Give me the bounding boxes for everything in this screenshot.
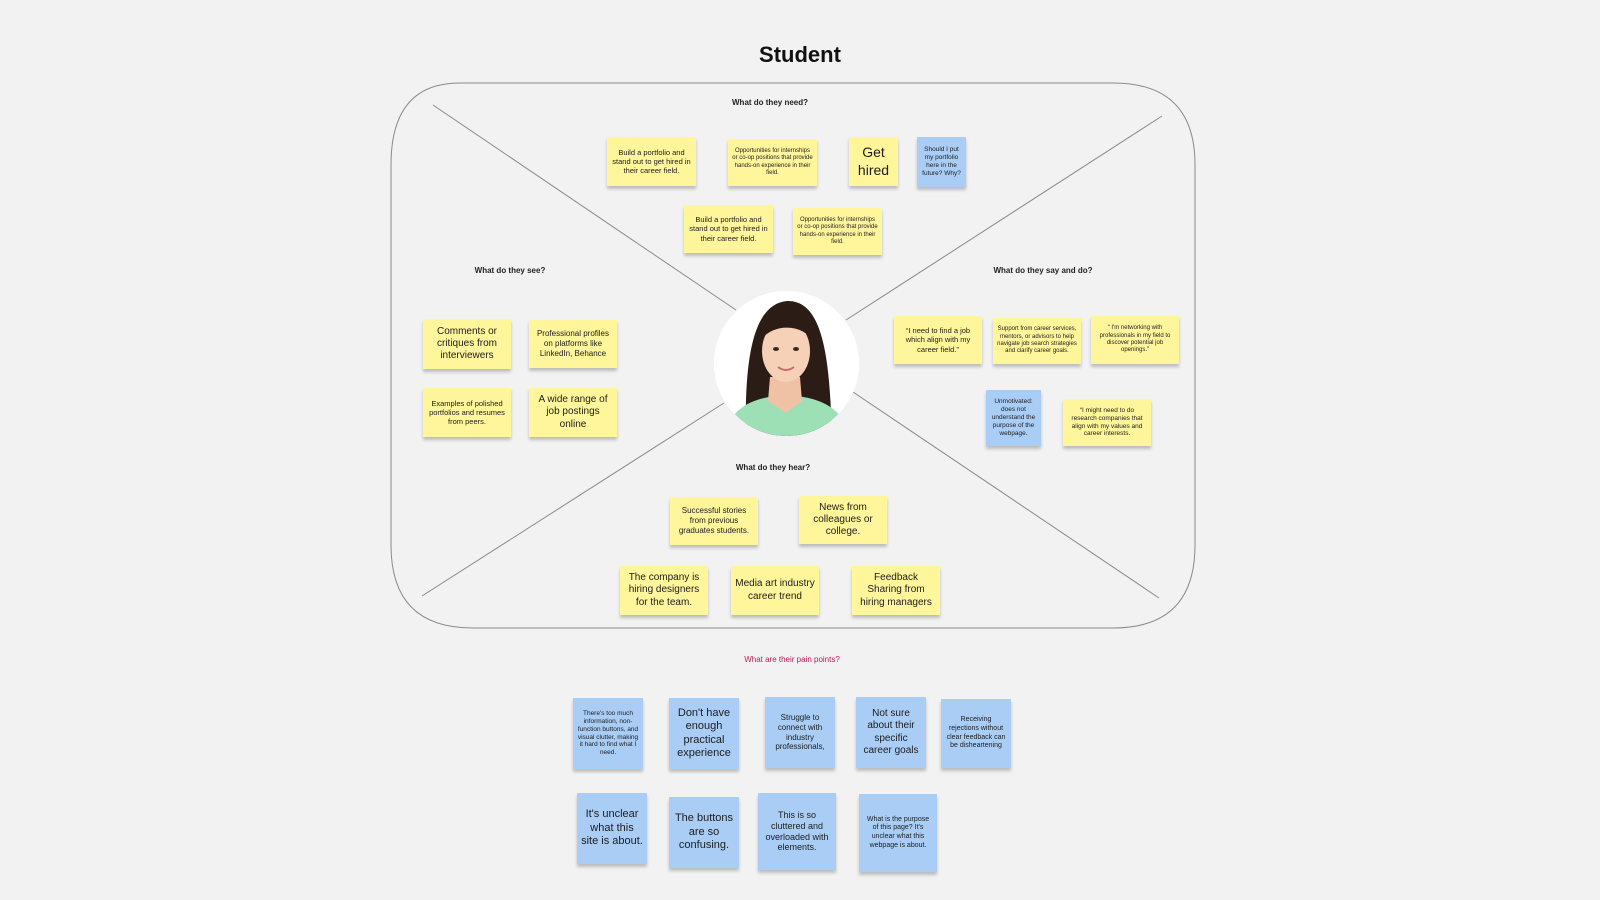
sticky-note-pain-8: This is so cluttered and overloaded with… <box>758 793 836 870</box>
section-label-need: What do they need? <box>732 98 808 107</box>
sticky-note-pain-4: Not sure about their specific career goa… <box>856 697 926 768</box>
section-label-pain: What are their pain points? <box>744 655 840 664</box>
divider-top-left <box>432 104 737 311</box>
sticky-note-see-3: Examples of polished portfolios and resu… <box>423 388 511 437</box>
sticky-note-say-2: Support from career services, mentors, o… <box>993 318 1081 364</box>
sticky-note-need-3: Get hired <box>849 137 898 186</box>
sticky-note-see-2: Professional profiles on platforms like … <box>529 320 617 368</box>
sticky-note-pain-2: Don't have enough practical experience <box>669 698 739 769</box>
sticky-note-need-2: Opportunities for internships or co-op p… <box>728 139 817 186</box>
sticky-note-need-4: Should I put my portfolio here in the fu… <box>917 137 966 187</box>
sticky-note-hear-5: Feedback Sharing from hiring managers <box>852 566 940 615</box>
divider-bottom-right <box>852 391 1160 599</box>
sticky-note-pain-9: What is the purpose of this page? It's u… <box>859 794 937 872</box>
sticky-note-hear-1: Successful stories from previous graduat… <box>670 497 758 545</box>
sticky-note-see-4: A wide range of job postings online <box>529 388 617 437</box>
divider-top-right <box>845 115 1163 321</box>
section-label-see: What do they see? <box>474 266 546 275</box>
sticky-note-pain-5: Receiving rejections without clear feedb… <box>941 699 1011 768</box>
sticky-note-need-5: Build a portfolio and stand out to get h… <box>684 205 773 253</box>
persona-title: Student <box>759 42 841 67</box>
map-outline <box>390 82 1196 629</box>
student-portrait-icon <box>714 291 859 436</box>
sticky-note-say-1: “I need to find a job which align with m… <box>894 316 982 364</box>
sticky-note-hear-3: The company is hiring designers for the … <box>620 566 708 615</box>
sticky-note-pain-3: Struggle to connect with industry profes… <box>765 697 835 768</box>
sticky-note-pain-7: The buttons are so confusing. <box>669 797 739 868</box>
sticky-note-hear-4: Media art industry career trend <box>731 566 819 615</box>
sticky-note-need-1: Build a portfolio and stand out to get h… <box>607 137 696 186</box>
divider-bottom-left <box>421 402 725 597</box>
sticky-note-say-3: “ I'm networking with professionals in m… <box>1091 316 1179 364</box>
section-label-hear: What do they hear? <box>735 463 811 472</box>
sticky-note-hear-2: News from colleagues or college. <box>799 496 887 544</box>
sticky-note-say-5: “I might need to do research companies t… <box>1063 399 1151 446</box>
sticky-note-pain-1: There's too much information, non-functi… <box>573 698 643 769</box>
sticky-note-pain-6: It's unclear what this site is about. <box>577 793 647 864</box>
persona-avatar <box>714 291 859 436</box>
sticky-note-need-6: Opportunities for internships or co-op p… <box>793 208 882 255</box>
section-label-say-do: What do they say and do? <box>993 266 1093 275</box>
sticky-note-say-4: Unmotivated: does not understand the pur… <box>986 390 1041 446</box>
sticky-note-see-1: Comments or critiques from interviewers <box>423 319 511 369</box>
